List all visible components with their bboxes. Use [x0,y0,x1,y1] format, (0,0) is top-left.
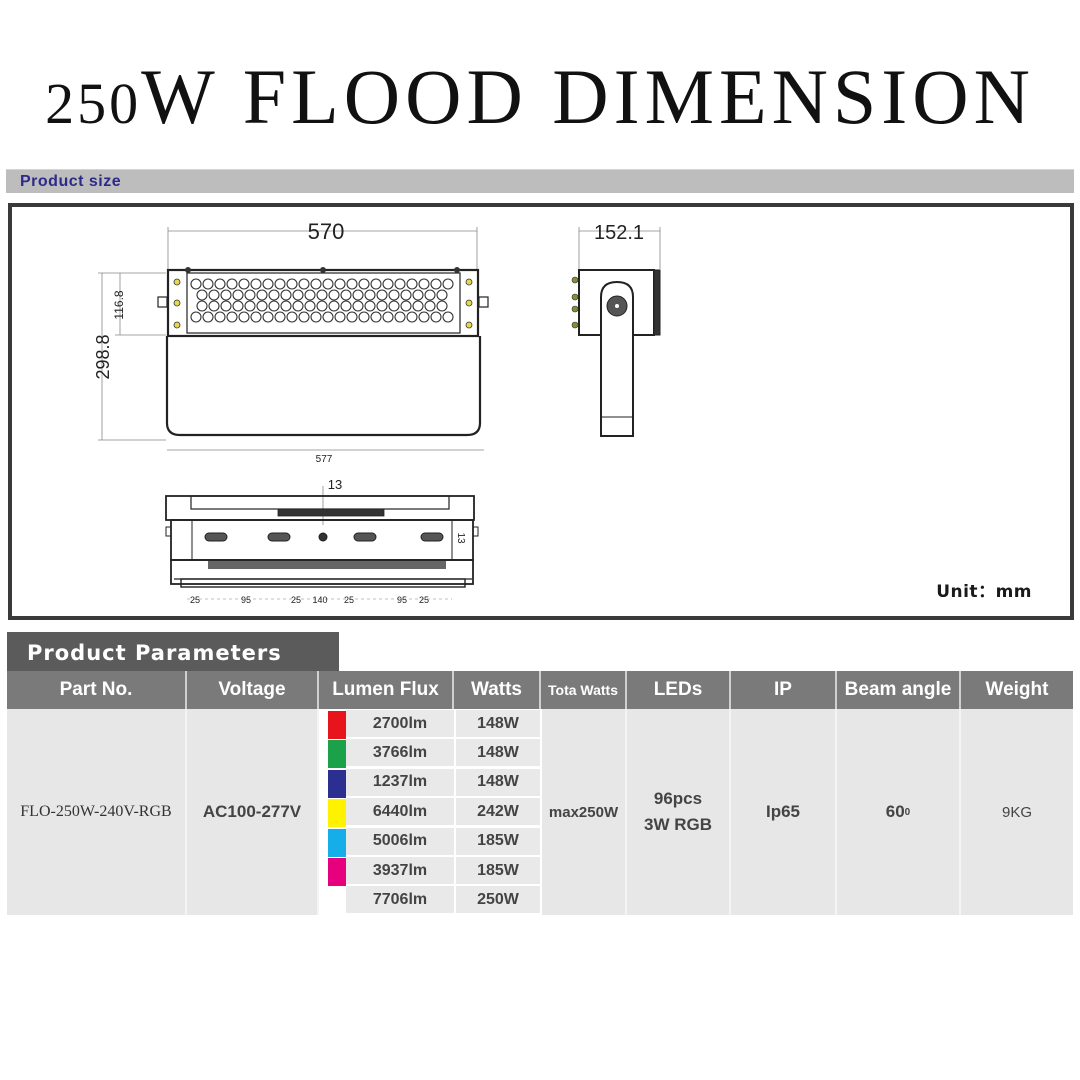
col-header-watts: Watts [454,671,541,709]
watt-value: 250W [456,886,540,914]
svg-text:25: 25 [419,595,429,605]
cell-weight: 9KG [961,709,1073,915]
product-size-label: Product size [20,173,122,190]
color-swatch-magenta [328,858,346,886]
product-parameters-header: Product Parameters [7,632,339,671]
color-swatch-yellow [328,799,346,828]
degree-mark: 0 [904,806,911,818]
lumen-watts-list: 2700lm 148W 3766lm 148W 1237lm 148W 6440… [319,709,541,916]
table-body-row: FLO-250W-240V-RGB AC100-277V 2700lm 148W… [7,709,1073,916]
dim-width-570: 570 [308,219,345,244]
leds-type: 3W RGB [644,815,712,834]
leds-count: 96pcs [653,789,703,808]
lumen-value: 3766lm [346,739,454,767]
list-item-blue: 1237lm 148W [319,768,541,798]
color-swatch-white [328,887,346,916]
side-view [571,227,661,437]
dim-height-116: 116.8 [112,290,126,319]
dimension-drawing-svg: 570 577 298.8 116.8 152.1 13 13 25 95 25… [93,219,661,605]
cell-voltage: AC100-277V [187,709,319,915]
svg-text:95: 95 [241,595,251,605]
dim-width-577: 577 [316,454,333,465]
list-item-white: 7706lm 250W [319,885,541,916]
cell-total-watts: max250W [542,709,627,915]
col-header-beam-angle: Beam angle [837,671,961,709]
list-item-cyan: 5006lm 185W [319,827,541,857]
dimension-drawing: 570 577 298.8 116.8 152.1 13 13 25 95 25… [8,203,1074,620]
lumen-value: 1237lm [346,768,454,796]
list-item-yellow: 6440lm 242W [319,797,541,828]
dim-slot-13: 13 [455,532,466,544]
watt-value: 148W [456,739,540,767]
beam-angle-value: 60 [885,802,905,821]
lumen-value: 2700lm [346,710,454,737]
page-title: 250W FLOOD DIMENSION [0,58,1080,136]
list-item-green: 3766lm 148W [319,738,541,769]
color-swatch-cyan [328,828,346,857]
list-item-red: 2700lm 148W [319,709,541,739]
cell-ip: Ip65 [731,709,837,915]
col-header-lumen-flux: Lumen Flux [319,671,454,709]
watt-value: 185W [456,827,540,855]
col-header-part-no: Part No. [7,671,187,709]
unit-label: Unit：mm [936,582,1032,602]
lumen-value: 5006lm [346,827,454,855]
watt-value: 148W [456,710,540,737]
watt-value: 185W [456,857,540,884]
cell-part-no: FLO-250W-240V-RGB [7,709,187,915]
watt-value: 242W [456,798,540,826]
svg-text:140: 140 [312,595,327,605]
col-header-weight: Weight [985,679,1049,700]
list-item-magenta: 3937lm 185W [319,856,541,886]
front-view [98,227,489,451]
color-swatch-green [328,740,346,769]
lumen-value: 6440lm [346,798,454,826]
product-size-header: Product size [6,169,1074,193]
bottom-view [165,486,479,600]
product-parameters-label: Product Parameters [27,641,282,665]
watt-value: 148W [456,768,540,796]
col-header-voltage: Voltage [187,671,319,709]
title-text: W FLOOD DIMENSION [141,53,1035,140]
cell-leds: 96pcs 3W RGB [627,709,731,915]
color-swatch-blue [328,769,346,798]
dim-depth-152: 152.1 [594,222,644,244]
dim-height-298: 298.8 [93,334,113,379]
title-numeral: 250 [45,71,142,136]
col-header-total-watts: Tota Watts [541,671,627,709]
svg-text:25: 25 [344,595,354,605]
lumen-value: 3937lm [346,857,454,884]
color-swatch-red [328,711,346,739]
svg-text:95: 95 [397,595,407,605]
table-header-row: Part No. Voltage Lumen Flux Watts Tota W… [7,671,1073,709]
col-header-leds: LEDs [627,671,731,709]
col-header-ip: IP [731,671,837,709]
dim-hole-13: 13 [328,477,342,492]
svg-text:25: 25 [190,595,200,605]
svg-text:25: 25 [291,595,301,605]
lumen-value: 7706lm [346,886,454,914]
